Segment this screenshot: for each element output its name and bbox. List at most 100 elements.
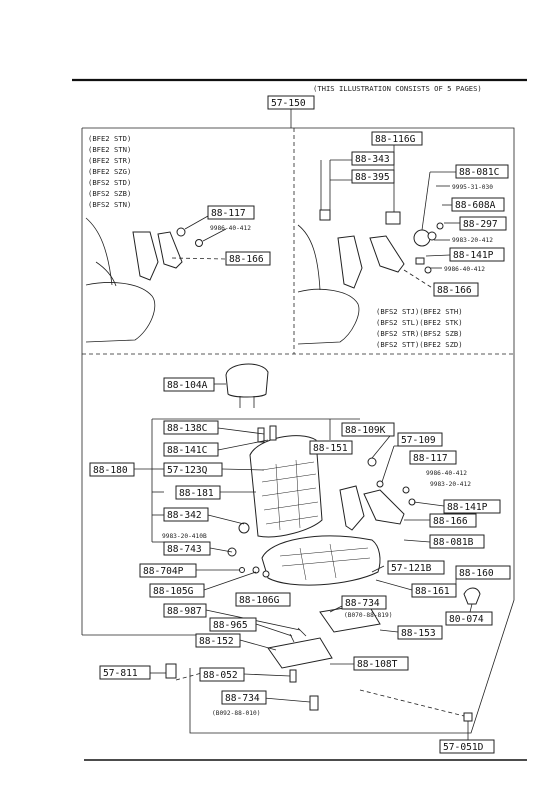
part-88-052: 88-052 [203, 670, 238, 681]
part-88-108T: 88-108T [357, 659, 398, 670]
part-57-121B: 57-121B [391, 563, 432, 574]
part-88-141P: 88-141P [447, 502, 488, 513]
callout-88-106G: 88-106G [235, 592, 291, 607]
part-88-166: 88-166 [437, 285, 472, 296]
upper-right-models: (BFS2 STJ)(BFE2 STH) (BFS2 STL)(BFE2 STK… [376, 307, 463, 349]
part-88-342: 88-342 [167, 510, 202, 521]
part-88-734: 88-734 [225, 693, 260, 704]
part-9983-20-410B: 9983-20-410B [162, 533, 207, 540]
model-code: (BFS2 STD) [88, 178, 131, 187]
part-88-166: 88-166 [433, 516, 468, 527]
upper-right-seat-sketch [297, 145, 460, 345]
callout-88-965: 88-965 [209, 617, 257, 632]
callout-88-166-a: 88-166 [433, 282, 479, 297]
part-88-153: 88-153 [401, 628, 436, 639]
callout-88-117-b: 88-117 [409, 450, 457, 465]
callout-88-166-b: 88-166 [225, 251, 271, 266]
part-88-081B: 88-081B [433, 537, 474, 548]
part-88-160: 88-160 [459, 568, 494, 579]
part-88-608A: 88-608A [455, 200, 496, 211]
callout-88-608A: 88-608A [451, 197, 505, 212]
model-code: (BFE2 STR) [88, 156, 131, 165]
part-9986-40-412: 9986-40-412 [210, 225, 251, 232]
callout-88-343: 88-343 [351, 151, 395, 166]
callout-88-166-c: 88-166 [429, 513, 477, 528]
part-57-109: 57-109 [401, 435, 436, 446]
callout-88-180: 88-180 [89, 462, 135, 477]
callout-88-161: 88-161 [411, 583, 457, 598]
seat-assembly-sketch [134, 363, 481, 740]
part-88-343: 88-343 [355, 154, 390, 165]
callout-57-123Q: 57-123Q [163, 462, 223, 477]
model-code: (BFS2 STN) [88, 200, 131, 209]
callout-88-342: 88-342 [163, 507, 209, 522]
model-code: (BFE2 STN) [88, 145, 131, 154]
illustration-pages-note: (THIS ILLUSTRATION CONSISTS OF 5 PAGES) [313, 84, 482, 93]
callout-88-141C: 88-141C [163, 442, 219, 457]
callout-80-074: 80-074 [445, 611, 493, 626]
upper-left-models: (BFE2 STD) (BFE2 STN) (BFE2 STR) (BFE2 S… [88, 134, 131, 209]
callout-88-081B: 88-081B [429, 534, 485, 549]
part-88-138C: 88-138C [167, 423, 208, 434]
callout-88-141P-a: 88-141P [449, 247, 505, 262]
part-88-081C: 88-081C [459, 167, 500, 178]
part-88-105G: 88-105G [153, 586, 194, 597]
callout-57-121B: 57-121B [387, 560, 445, 575]
model-code: (BFE2 STD) [88, 134, 131, 143]
callout-88-151: 88-151 [309, 440, 353, 455]
callout-88-734-b: 88-734 [221, 690, 267, 705]
outer-frame [82, 127, 515, 354]
callout-88-395: 88-395 [351, 169, 395, 184]
model-code: (BFS2 STT)(BFE2 SZD) [376, 340, 463, 349]
part-88-117: 88-117 [211, 208, 246, 219]
callout-88-734-a: 88-734 [341, 595, 387, 610]
callout-88-109K: 88-109K [341, 422, 395, 437]
part-B070-88-819: (B070-88-819) [344, 612, 392, 619]
callout-88-052: 88-052 [199, 667, 245, 682]
part-B092-88-010: (B092-88-010) [212, 710, 260, 717]
part-88-987: 88-987 [167, 606, 202, 617]
part-88-743: 88-743 [167, 544, 202, 555]
callout-57-051D: 57-051D [439, 739, 495, 754]
part-88-141P: 88-141P [453, 250, 494, 261]
callout-88-987: 88-987 [163, 603, 207, 618]
part-9986-40-412: 9986-40-412 [444, 266, 485, 273]
model-code: (BFS2 STJ)(BFE2 STH) [376, 307, 463, 316]
part-88-965: 88-965 [213, 620, 248, 631]
callout-88-152: 88-152 [195, 633, 241, 648]
callout-57-109: 57-109 [397, 432, 443, 447]
callout-88-116G: 88-116G [371, 131, 423, 146]
part-88-117: 88-117 [413, 453, 448, 464]
part-88-141C: 88-141C [167, 445, 208, 456]
callout-88-743: 88-743 [163, 541, 211, 556]
model-code: (BFS2 STR)(BFS2 SZB) [376, 329, 463, 338]
upper-left-seat-sketch [85, 215, 227, 343]
part-57-811: 57-811 [103, 668, 138, 679]
part-88-166: 88-166 [229, 254, 264, 265]
callout-88-153: 88-153 [397, 625, 443, 640]
part-57-123Q: 57-123Q [167, 465, 208, 476]
callout-88-160: 88-160 [455, 565, 511, 580]
callout-88-297: 88-297 [459, 216, 507, 231]
callout-88-104A: 88-104A [163, 377, 215, 392]
page-code-57-150: 57-150 [271, 98, 306, 109]
part-80-074: 80-074 [449, 614, 484, 625]
part-88-297: 88-297 [463, 219, 498, 230]
part-88-109K: 88-109K [345, 425, 386, 436]
part-9983-20-412: 9983-20-412 [452, 237, 493, 244]
part-9983-20-412: 9983-20-412 [430, 481, 471, 488]
callout-88-081C: 88-081C [455, 164, 509, 179]
callout-57-811: 57-811 [99, 665, 151, 680]
callout-88-141P-b: 88-141P [443, 499, 501, 514]
part-88-151: 88-151 [313, 443, 348, 454]
callout-88-704P: 88-704P [139, 563, 197, 578]
model-code: (BFS2 STL)(BFE2 STK) [376, 318, 463, 327]
part-88-104A: 88-104A [167, 380, 208, 391]
part-88-704P: 88-704P [143, 566, 184, 577]
part-88-734: 88-734 [345, 598, 380, 609]
callout-88-181: 88-181 [175, 485, 221, 500]
callout-88-138C: 88-138C [163, 420, 219, 435]
callout-88-108T: 88-108T [353, 656, 409, 671]
